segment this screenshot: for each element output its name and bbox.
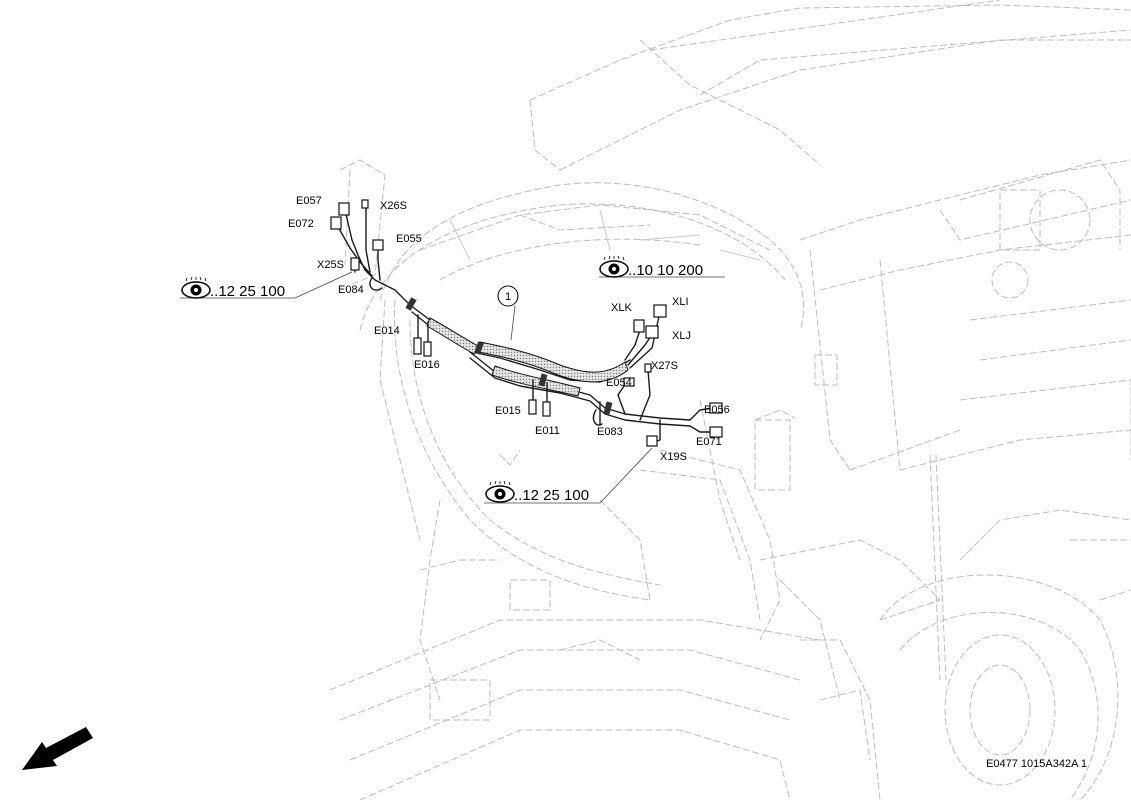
label-e084: E084	[338, 284, 364, 296]
label-xlj: XLJ	[672, 330, 691, 342]
view-ref-top[interactable]: ..10 10 200	[599, 255, 703, 279]
label-e072: E072	[288, 218, 314, 230]
view-ref-bottom[interactable]: ..12 25 100	[485, 480, 589, 504]
label-x19s: X19S	[660, 451, 687, 463]
drawing-id: E0477 1015A342A 1	[986, 758, 1087, 770]
eye-icon	[599, 255, 629, 278]
view-ref-left[interactable]: ..12 25 100	[181, 276, 285, 300]
label-xlk: XLK	[611, 302, 632, 314]
eye-icon	[181, 276, 211, 299]
machine-outline	[329, 0, 1131, 800]
connector-x27s	[644, 363, 652, 373]
connectors	[330, 199, 723, 447]
arrow-southwest-icon	[22, 727, 93, 770]
view-ref-text: ..12 25 100	[210, 283, 285, 300]
label-e014: E014	[374, 325, 400, 337]
connector-e083	[592, 409, 603, 426]
view-ref-text: ..12 25 100	[514, 487, 589, 504]
leader-lines	[180, 271, 725, 504]
label-x26s: X26S	[380, 200, 407, 212]
connector-e084	[369, 277, 383, 291]
label-e016: E016	[414, 359, 440, 371]
connector-e056	[709, 402, 723, 414]
connector-e054	[623, 377, 635, 387]
part-labels: E057 X26S E072 E055 X25S E084 E014 E016 …	[288, 195, 730, 463]
connector-e055	[372, 239, 384, 251]
connector-e057	[338, 202, 350, 216]
label-e054: E054	[606, 377, 632, 389]
connector-e016	[423, 341, 432, 357]
callout-number: 1	[505, 291, 511, 303]
label-e011: E011	[535, 425, 560, 437]
label-x27s: X27S	[651, 360, 678, 372]
label-e056: E056	[704, 404, 730, 416]
label-e057: E057	[296, 195, 322, 207]
label-e015: E015	[495, 405, 521, 417]
connector-e011	[542, 401, 551, 417]
connector-e072	[330, 216, 342, 230]
label-x25s: X25S	[317, 259, 344, 271]
wiring-harness	[336, 204, 713, 443]
callout-1: 1	[497, 285, 519, 307]
connector-x19s	[646, 435, 658, 447]
label-xli: XLI	[672, 296, 689, 308]
connector-x25s	[350, 257, 360, 271]
connector-xli	[653, 304, 667, 318]
connector-e015	[528, 399, 537, 415]
connector-xlk	[633, 319, 645, 333]
connector-e014	[413, 337, 422, 355]
label-e083: E083	[597, 426, 623, 438]
label-e055: E055	[396, 233, 422, 245]
connector-x26s	[361, 199, 369, 209]
connector-xlj	[645, 325, 659, 339]
eye-icon	[485, 480, 515, 503]
view-ref-text: ..10 10 200	[628, 262, 703, 279]
label-e071: E071	[696, 436, 722, 448]
connector-e071	[709, 426, 723, 438]
